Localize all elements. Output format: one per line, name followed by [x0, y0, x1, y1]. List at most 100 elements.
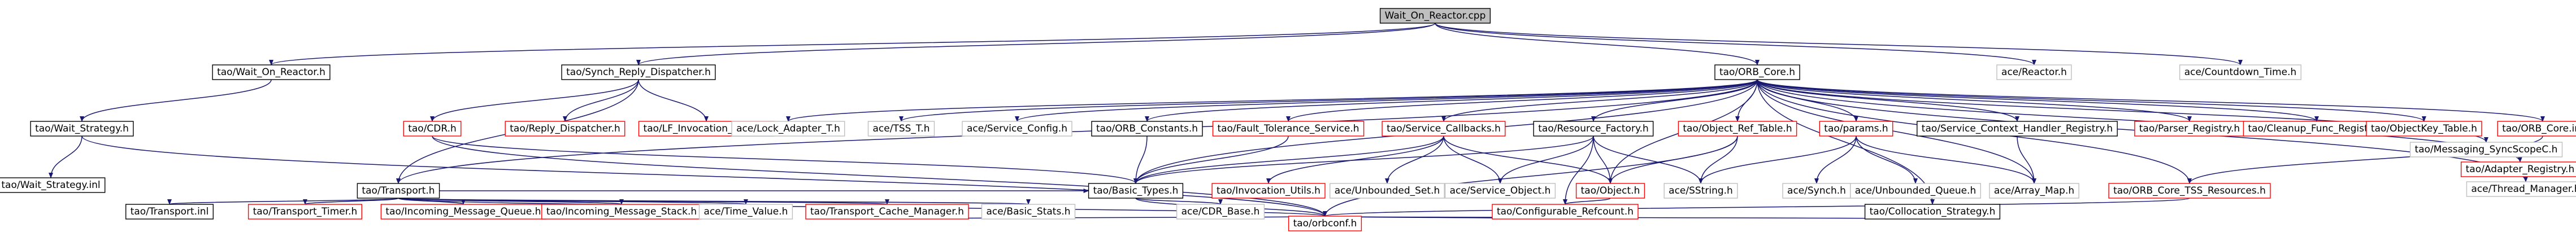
node-box	[1382, 121, 1506, 137]
node-box	[357, 183, 440, 199]
node-invocation-utils-h[interactable]: tao/Invocation_Utils.h	[1211, 183, 1326, 199]
node-box	[403, 121, 462, 137]
edge-wait-on-reactor-h-to-wait-strategy-h	[80, 79, 272, 122]
edge-service-callbacks-h-to-ace-unbounded-set-h	[1385, 135, 1444, 184]
node-basic-types-h[interactable]: tao/Basic_Types.h	[1088, 183, 1184, 199]
node-box	[561, 64, 716, 80]
node-box	[1176, 204, 1265, 220]
node-box	[1864, 204, 2001, 220]
nodes-layer: Wait_On_Reactor.cpptao/Wait_On_Reactor.h…	[0, 8, 2576, 231]
node-adapter-registry-h[interactable]: tao/Adapter_Registry.h	[2461, 161, 2576, 177]
edge-root-to-orb-core-h	[1435, 23, 1760, 65]
node-service-callbacks-h[interactable]: tao/Service_Callbacks.h	[1382, 121, 1506, 137]
node-ace-reactor-h: ace/Reactor.h	[1996, 64, 2072, 80]
edge-transport-h-to-ace-basic-stats-h	[398, 198, 1030, 205]
node-box	[1575, 183, 1645, 199]
edge-transport-h-to-transport-timer-h	[303, 198, 399, 205]
node-box	[698, 204, 793, 220]
edge-object-ref-table-h-to-ace-sstring-h	[1698, 135, 1738, 184]
node-ace-tss-t-h: ace/TSS_T.h	[867, 121, 935, 137]
edge-orb-core-h-to-fault-tolerance-service-h	[1286, 79, 1758, 122]
node-object-h[interactable]: tao/Object.h	[1575, 183, 1645, 199]
node-ace-service-config-h: ace/Service_Config.h	[962, 121, 1072, 137]
node-box	[1714, 64, 1800, 80]
edge-orb-core-h-to-transport-h	[396, 79, 1758, 184]
node-transport-cache-manager-h[interactable]: tao/Transport_Cache_Manager.h	[805, 204, 969, 220]
node-cleanup-func-registry-h[interactable]: tao/Cleanup_Func_Registry.h	[2243, 121, 2391, 137]
node-ace-countdown-time-h: ace/Countdown_Time.h	[2179, 64, 2301, 80]
node-label: tao/ORB_Core_TSS_Resources.h	[2113, 185, 2266, 196]
node-box	[2497, 121, 2576, 137]
node-box	[2366, 121, 2482, 137]
node-label: tao/Wait_Strategy.inl	[1, 180, 100, 191]
node-wait-strategy-inl[interactable]: tao/Wait_Strategy.inl	[0, 177, 106, 193]
node-box	[1782, 183, 1851, 199]
edge-service-callbacks-h-to-basic-types-h	[1133, 135, 1444, 184]
node-box	[2243, 121, 2391, 137]
node-label: tao/Service_Context_Handler_Registry.h	[1922, 123, 2113, 134]
node-label: tao/Transport_Cache_Manager.h	[810, 206, 964, 217]
node-transport-timer-h[interactable]: tao/Transport_Timer.h	[247, 204, 363, 220]
node-incoming-message-stack-h[interactable]: tao/Incoming_Message_Stack.h	[541, 204, 702, 220]
edge-root-to-ace-countdown-time-h	[1435, 23, 2243, 65]
node-box	[1917, 121, 2118, 137]
edge-orb-core-h-to-service-callbacks-h	[1441, 79, 1758, 122]
node-wait-on-reactor-h[interactable]: tao/Wait_On_Reactor.h	[212, 64, 331, 80]
node-params-h[interactable]: tao/params.h	[1819, 121, 1893, 137]
node-ace-service-object-h: ace/Service_Object.h	[1444, 183, 1556, 199]
node-synch-reply-dispatcher-h[interactable]: tao/Synch_Reply_Dispatcher.h	[561, 64, 716, 80]
node-transport-h[interactable]: tao/Transport.h	[357, 183, 440, 199]
node-label: tao/ORB_Core.inl	[2502, 123, 2576, 134]
node-label: ace/Lock_Adapter_T.h	[736, 123, 840, 134]
node-label: ace/Array_Map.h	[1994, 185, 2074, 196]
node-label: tao/Collocation_Strategy.h	[1870, 206, 1996, 217]
node-parser-registry-h[interactable]: tao/Parser_Registry.h	[2134, 121, 2245, 137]
node-orb-core-tss-resources-h[interactable]: tao/ORB_Core_TSS_Resources.h	[2108, 183, 2271, 199]
node-wait-strategy-h[interactable]: tao/Wait_Strategy.h	[30, 121, 134, 137]
edge-object-h-to-configurable-refcount-h	[1563, 198, 1611, 205]
node-incoming-message-queue-h[interactable]: tao/Incoming_Message_Queue.h	[380, 204, 546, 220]
node-fault-tolerance-service-h[interactable]: tao/Fault_Tolerance_Service.h	[1212, 121, 1365, 137]
edge-wait-strategy-h-to-orbconf-h	[81, 135, 1327, 217]
node-reply-dispatcher-h[interactable]: tao/Reply_Dispatcher.h	[505, 121, 625, 137]
node-label: ace/Unbounded_Queue.h	[1855, 185, 1976, 196]
node-box	[30, 121, 134, 137]
node-box	[1211, 183, 1326, 199]
node-box	[0, 177, 106, 193]
edge-cdr-h-to-basic-types-h	[432, 135, 1138, 184]
node-resource-factory-h[interactable]: tao/Resource_Factory.h	[1533, 121, 1654, 137]
node-service-context-handler-registry-h[interactable]: tao/Service_Context_Handler_Registry.h	[1917, 121, 2118, 137]
node-orb-constants-h[interactable]: tao/ORB_Constants.h	[1091, 121, 1203, 137]
node-box	[2108, 183, 2271, 199]
node-object-ref-table-h[interactable]: tao/Object_Ref_Table.h	[1678, 121, 1797, 137]
node-collocation-strategy-h[interactable]: tao/Collocation_Strategy.h	[1864, 204, 2001, 220]
node-objectkey-table-h[interactable]: tao/ObjectKey_Table.h	[2366, 121, 2482, 137]
edge-root-to-ace-reactor-h	[1435, 23, 2036, 65]
node-box	[1088, 183, 1184, 199]
node-transport-inl[interactable]: tao/Transport.inl	[125, 204, 214, 220]
edge-orb-core-h-to-ace-service-config-h	[1015, 79, 1758, 122]
node-box	[1533, 121, 1654, 137]
node-orb-core-h[interactable]: tao/ORB_Core.h	[1714, 64, 1800, 80]
node-orb-core-inl[interactable]: tao/ORB_Core.inl	[2497, 121, 2576, 137]
node-box	[541, 204, 702, 220]
node-label: tao/ORB_Core.h	[1719, 67, 1795, 78]
node-orbconf-h[interactable]: tao/orbconf.h	[1288, 216, 1362, 231]
node-box	[505, 121, 625, 137]
node-label: tao/Wait_On_Reactor.h	[217, 67, 325, 78]
node-label: tao/Invocation_Utils.h	[1217, 185, 1320, 196]
node-ace-unbounded-set-h: ace/Unbounded_Set.h	[1329, 183, 1445, 199]
edge-resource-factory-h-to-ace-service-object-h	[1498, 135, 1594, 184]
edge-params-h-to-ace-array-map-h	[1856, 135, 2036, 184]
edge-transport-h-to-transport-inl	[167, 198, 399, 205]
node-label: tao/Configurable_Refcount.h	[1497, 206, 1634, 217]
node-configurable-refcount-h[interactable]: tao/Configurable_Refcount.h	[1492, 204, 1639, 220]
edge-orb-core-h-to-service-context-handler-registry-h	[1757, 79, 2019, 122]
edge-synch-reply-dispatcher-h-to-lf-invocation-event-h	[638, 79, 709, 122]
node-label: ace/Basic_Stats.h	[986, 206, 1070, 217]
edge-service-context-handler-registry-h-to-ace-array-map-h	[2017, 135, 2036, 184]
node-cdr-h[interactable]: tao/CDR.h	[403, 121, 462, 137]
node-ace-cdr-base-h: ace/CDR_Base.h	[1176, 204, 1265, 220]
node-box	[867, 121, 935, 137]
node-box	[1288, 216, 1362, 231]
